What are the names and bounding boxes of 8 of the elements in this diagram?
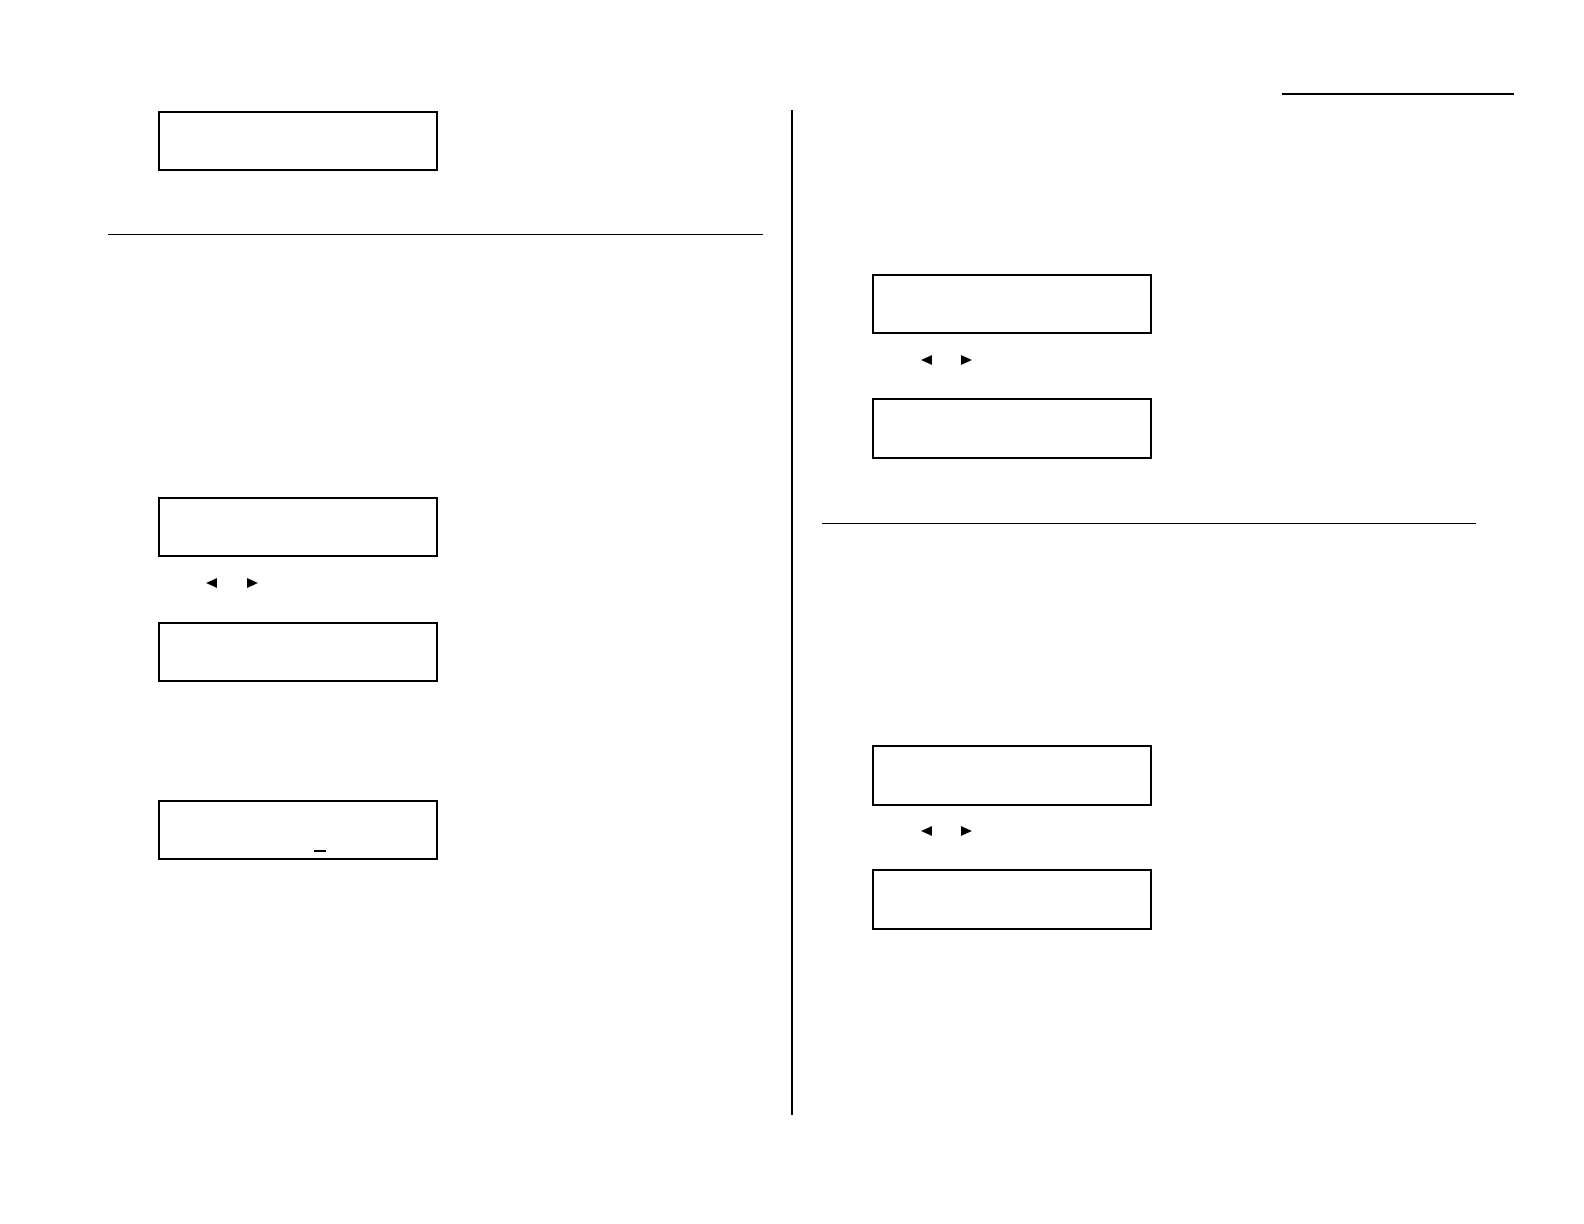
display-box <box>872 274 1152 334</box>
display-box <box>158 497 438 557</box>
display-box <box>158 800 438 860</box>
display-box <box>872 745 1152 806</box>
display-box <box>872 869 1152 930</box>
display-box <box>158 622 438 682</box>
display-box <box>158 111 438 171</box>
display-box <box>872 398 1152 459</box>
